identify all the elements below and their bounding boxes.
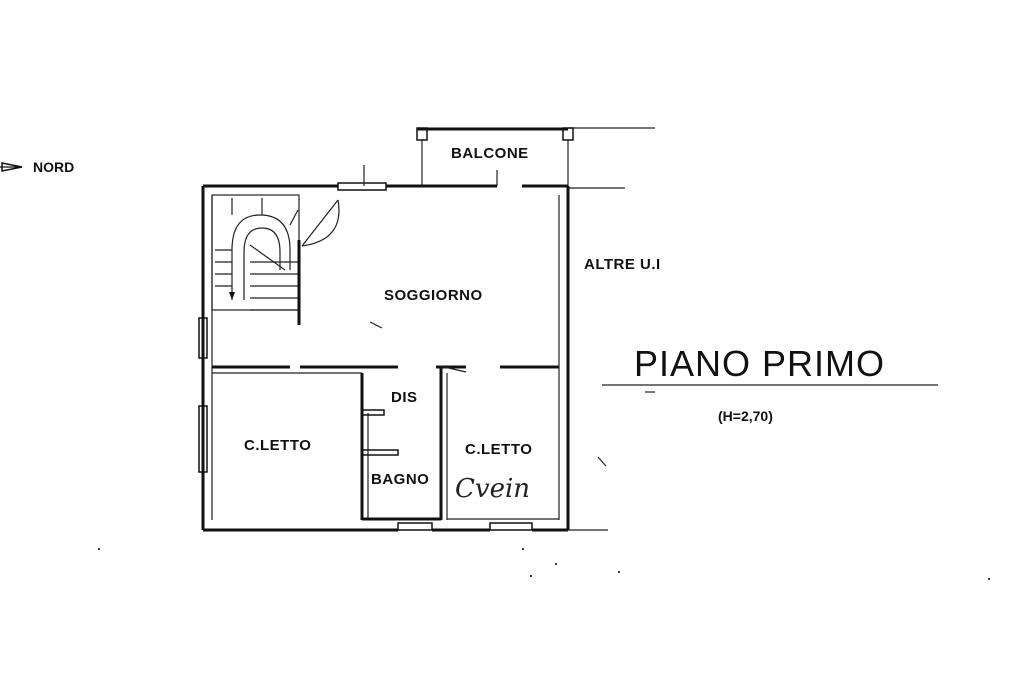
outer-walls — [201, 127, 655, 532]
room-label-balcone: BALCONE — [451, 145, 529, 162]
room-label-dis: DIS — [391, 389, 418, 406]
floor-title: PIANO PRIMO — [634, 343, 885, 384]
windows — [198, 182, 533, 531]
interior-walls — [212, 321, 607, 521]
room-label-bagno: BAGNO — [371, 471, 429, 488]
north-arrow-icon — [0, 162, 23, 172]
north-label: NORD — [33, 159, 74, 175]
floor-height: (H=2,70) — [718, 408, 773, 424]
entrance-door — [301, 165, 365, 247]
room-label-soggiorno: SOGGIORNO — [384, 287, 483, 304]
scan-specks — [98, 548, 990, 580]
balcony — [416, 127, 574, 186]
handwritten-signature: Cvein — [455, 474, 530, 504]
room-label-letto-right: C.LETTO — [465, 441, 532, 458]
stairwell — [211, 194, 301, 325]
room-label-letto-left: C.LETTO — [244, 437, 311, 454]
room-label-altre: ALTRE U.I — [584, 256, 661, 273]
